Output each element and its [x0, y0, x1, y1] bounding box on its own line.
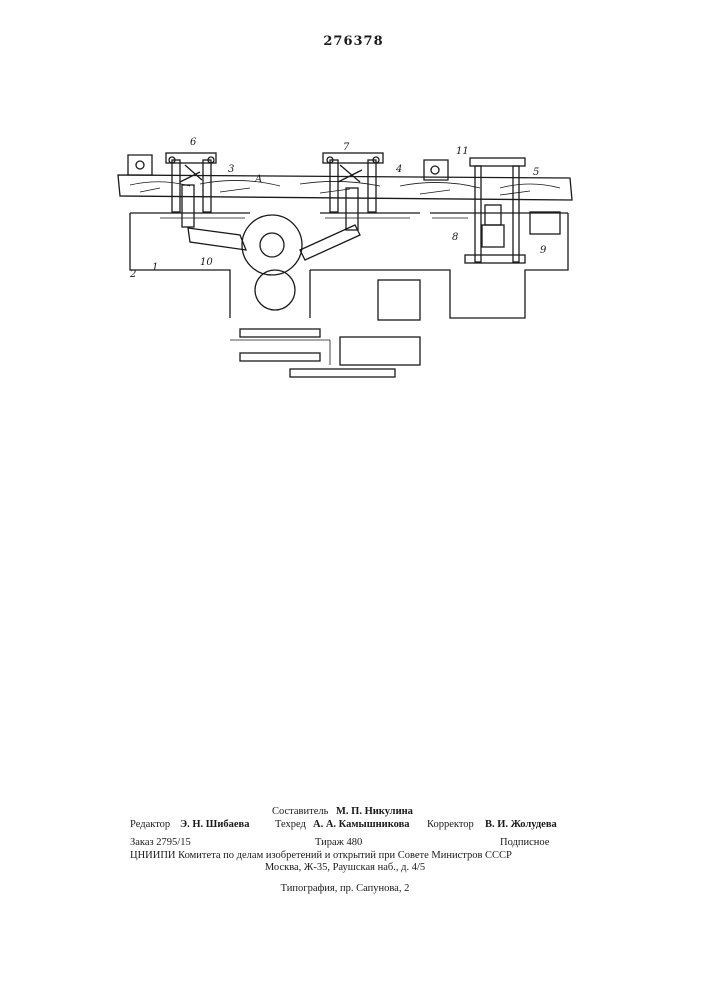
label-11: 11	[456, 146, 469, 157]
label-8: 8	[452, 232, 458, 243]
editor-name: Э. Н. Шибаева	[180, 819, 249, 832]
techeditor-name: А. А. Камышникова	[313, 819, 410, 832]
label-10: 10	[200, 257, 213, 268]
circulation: Тираж 480	[315, 837, 362, 850]
staff-line: Редактор Э. Н. Шибаева Техред А. А. Камы…	[130, 819, 560, 832]
motor	[378, 280, 420, 320]
imprint: Составитель М. П. Никулина Редактор Э. Н…	[130, 806, 560, 895]
institute-line: ЦНИИПИ Комитета по делам изобретений и о…	[130, 850, 560, 863]
stop-left	[128, 155, 152, 175]
compiler-label: Составитель	[272, 806, 328, 819]
techeditor-label: Техред	[275, 819, 306, 832]
compiler-name: М. П. Никулина	[336, 806, 413, 819]
lever	[188, 225, 360, 260]
editor-label: Редактор	[130, 819, 170, 832]
label-4: 4	[395, 164, 402, 175]
label-7: 7	[343, 142, 350, 153]
cylinder	[530, 212, 560, 234]
label-1: 1	[152, 262, 158, 273]
compiler-line: Составитель М. П. Никулина	[130, 806, 560, 819]
shaft-pulley-3	[290, 369, 395, 377]
order-line: Заказ 2795/15 Тираж 480 Подписное	[130, 837, 560, 850]
label-5: 5	[533, 167, 539, 178]
order-number: Заказ 2795/15	[130, 837, 191, 850]
printer: Типография, пр. Сапунова, 2	[130, 883, 560, 896]
label-6: 6	[190, 137, 197, 148]
address: Москва, Ж-35, Раушская наб., д. 4/5	[130, 862, 560, 875]
shaft-pulley-2	[240, 353, 320, 361]
clamp-left	[166, 153, 216, 227]
pinion	[255, 270, 295, 310]
subscription: Подписное	[500, 837, 549, 850]
corrector-label: Корректор	[427, 819, 474, 832]
label-2: 2	[129, 269, 136, 280]
institute: ЦНИИПИ Комитета по делам изобретений и о…	[130, 850, 512, 863]
gearbox	[340, 337, 420, 365]
label-9: 9	[540, 245, 547, 256]
label-3: 3	[228, 164, 234, 175]
shaft-pulley-1	[240, 329, 320, 337]
label-A: A	[254, 174, 262, 185]
corrector-name: В. И. Жолудева	[485, 819, 557, 832]
drive-gear	[242, 215, 302, 275]
press-unit	[465, 158, 525, 263]
